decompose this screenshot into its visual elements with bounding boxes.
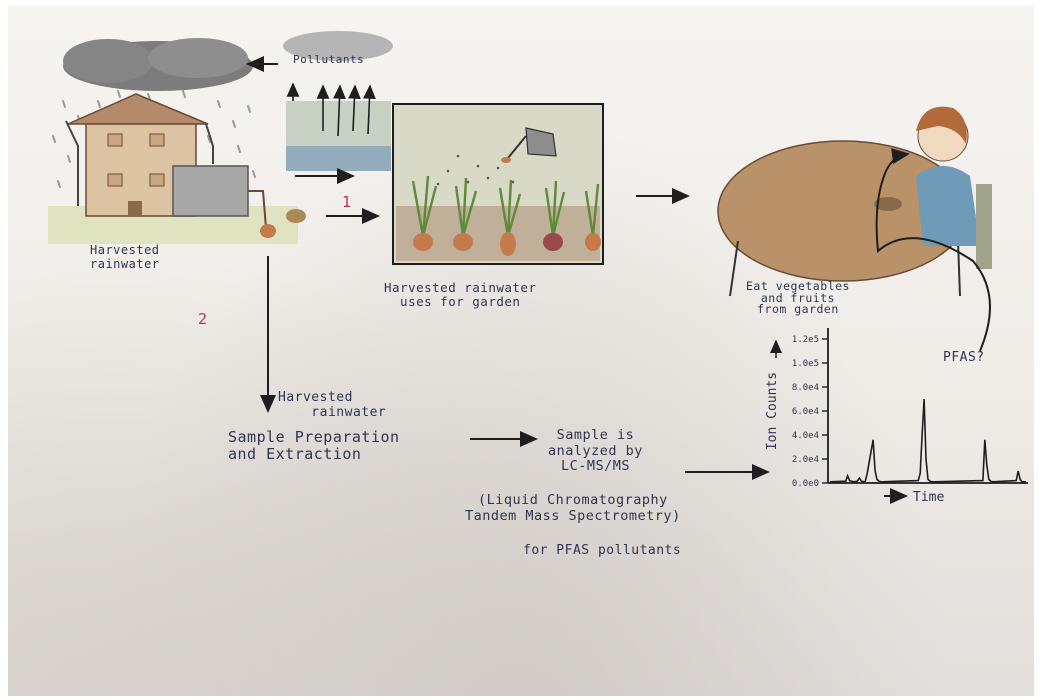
harvested-rainwater-label: Harvested rainwater bbox=[90, 244, 160, 272]
lcms-full-label: (Liquid Chromatography Tandem Mass Spect… bbox=[465, 493, 681, 524]
chart-y-tick-label: 2.0e4 bbox=[792, 455, 819, 465]
garden-illustration bbox=[393, 104, 603, 264]
house-icon bbox=[48, 94, 306, 244]
eating-person-illustration bbox=[718, 107, 992, 296]
garden-caption: Harvested rainwater uses for garden bbox=[384, 281, 537, 310]
sample-prep-label: Sample Preparation and Extraction bbox=[228, 429, 400, 464]
path-2-label: 2 bbox=[198, 311, 208, 328]
pfas-question-label: PFAS? bbox=[943, 351, 985, 366]
chart-y-tick-label: 1.2e5 bbox=[792, 335, 819, 345]
path-1-label: 1 bbox=[342, 194, 352, 211]
chart-y-tick-label: 4.0e4 bbox=[792, 431, 819, 441]
chromatogram-chart: 0.0e0 2.0e4 4.0e4 6.0e4 8.0e4 1.0e5 1.2e5 Ion … bbox=[765, 328, 1028, 505]
eat-caption: Eat vegetables and fruits from garden bbox=[746, 281, 850, 316]
pollutants-label: Pollutants bbox=[293, 54, 364, 67]
chart-x-label: Time bbox=[913, 490, 944, 505]
analysis-label: Sample is analyzed by LC-MS/MS bbox=[548, 428, 643, 475]
pollutants-panel-icon bbox=[283, 31, 393, 171]
chart-y-tick-label: 1.0e5 bbox=[792, 359, 819, 369]
chart-y-tick-label: 0.0e0 bbox=[792, 479, 819, 489]
illustration-layer: 0.0e0 2.0e4 4.0e4 6.0e4 8.0e4 1.0e5 1.2e5 Ion … bbox=[8, 6, 1034, 696]
chart-y-tick-label: 8.0e4 bbox=[792, 383, 819, 393]
drawing-sheet: 0.0e0 2.0e4 4.0e4 6.0e4 8.0e4 1.0e5 1.2e5 Ion … bbox=[8, 6, 1034, 696]
chart-y-label: Ion Counts bbox=[765, 372, 780, 450]
chart-y-tick-label: 6.0e4 bbox=[792, 407, 819, 417]
chromatogram-trace bbox=[830, 399, 1026, 482]
for-pfas-label: for PFAS pollutants bbox=[523, 544, 681, 559]
harvested-rainwater-label-2: Harvested rainwater bbox=[278, 391, 386, 421]
rain-cloud-icon bbox=[63, 38, 253, 91]
